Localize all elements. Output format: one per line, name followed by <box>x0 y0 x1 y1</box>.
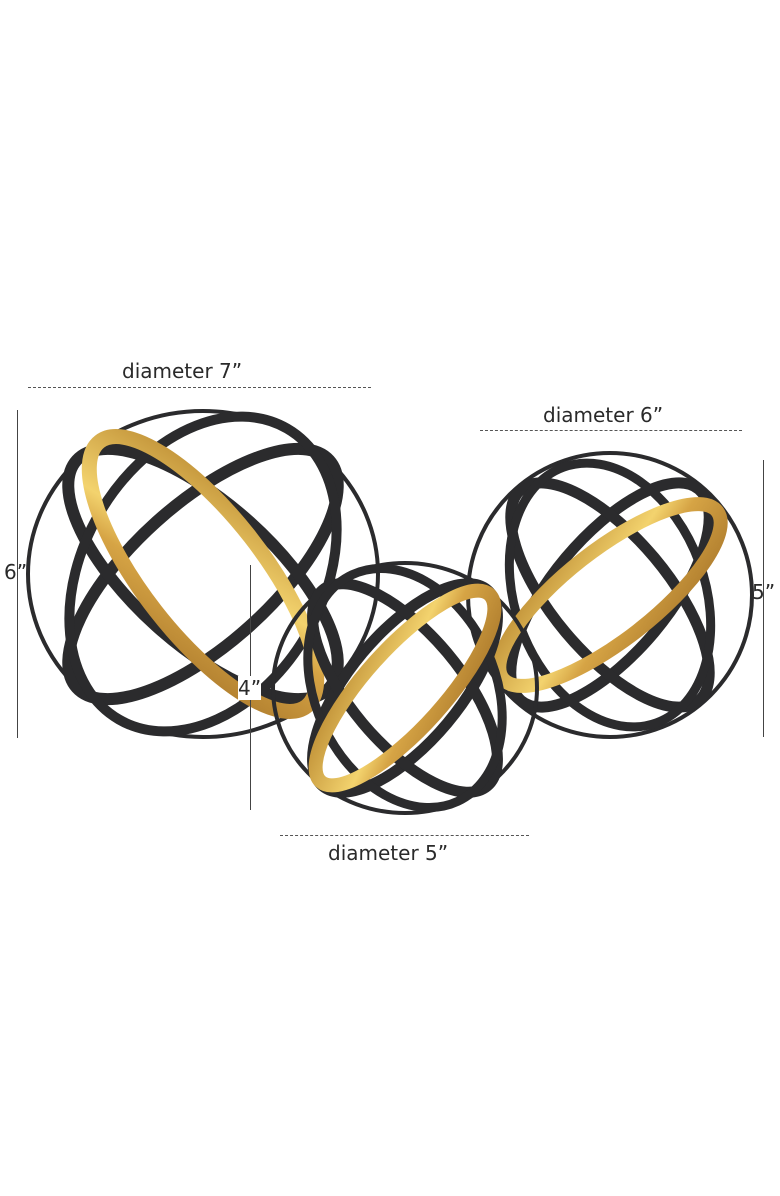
medium-diameter-label: diameter 6” <box>543 403 664 427</box>
medium-diameter-line <box>480 430 742 431</box>
large-height-line <box>17 410 18 738</box>
medium-sphere <box>466 451 754 739</box>
large-height-label: 6” <box>4 560 28 584</box>
large-diameter-label: diameter 7” <box>122 359 243 383</box>
medium-height-label: 5” <box>752 580 776 604</box>
large-diameter-line <box>28 387 371 388</box>
small-diameter-line <box>280 835 529 836</box>
small-diameter-label: diameter 5” <box>328 841 449 865</box>
small-height-label: 4” <box>238 676 262 700</box>
medium-height-line <box>763 460 764 737</box>
small-sphere <box>271 561 539 815</box>
